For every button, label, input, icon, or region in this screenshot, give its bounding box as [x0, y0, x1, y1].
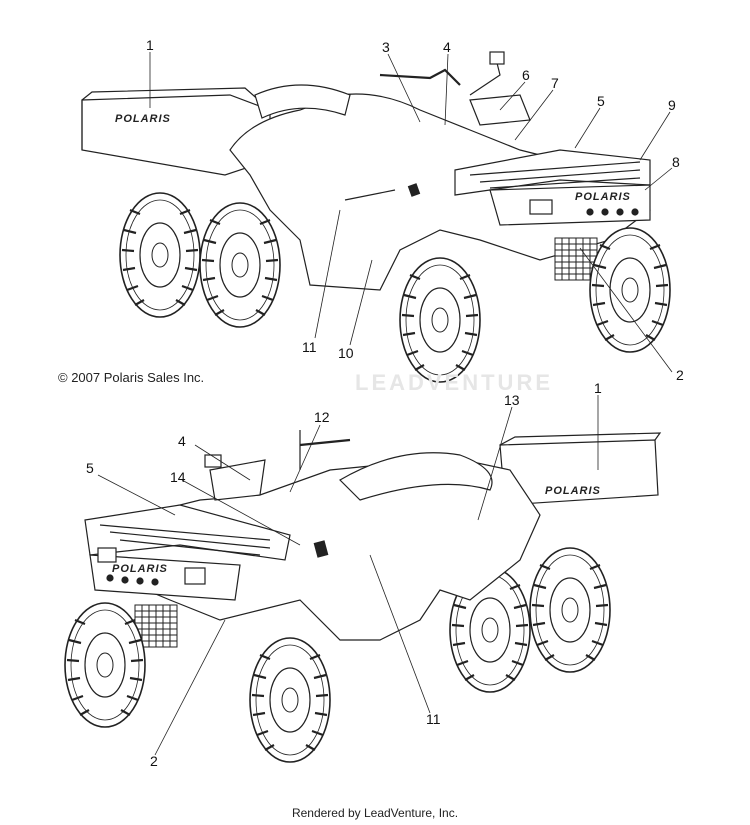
footer-text: Rendered by LeadVenture, Inc. [291, 806, 459, 820]
callout-5-bottom: 5 [86, 460, 94, 476]
brand-decal-front-bottom: POLARIS [112, 563, 168, 575]
brand-decal-front-top: POLARIS [575, 191, 631, 203]
callout-2: 2 [676, 367, 684, 383]
callout-6: 6 [522, 67, 530, 83]
watermark: LEADVENTURE [355, 370, 554, 395]
callout-11: 11 [302, 339, 317, 355]
callout-1-bottom: 1 [594, 380, 602, 396]
body-top [229, 93, 651, 291]
callout-9: 9 [668, 97, 676, 113]
callout-4-bottom: 4 [178, 433, 186, 449]
callout-1: 1 [146, 37, 154, 53]
callout-11-bottom: 11 [426, 711, 441, 727]
leader-lines-top [149, 52, 673, 373]
copyright-text: © 2007 Polaris Sales Inc. [58, 370, 205, 385]
callout-14: 14 [170, 469, 186, 485]
atv-bottom-view [63, 430, 662, 764]
callout-5: 5 [597, 93, 605, 109]
callouts-top: 1 3 4 6 7 5 9 8 11 10 2 [146, 37, 684, 383]
callouts-bottom: 12 4 13 1 5 14 11 2 [86, 380, 602, 769]
callout-13: 13 [504, 392, 520, 408]
callout-10: 10 [338, 345, 354, 361]
brand-decal-bottom: POLARIS [545, 485, 601, 497]
brand-decal-top: POLARIS [115, 113, 171, 125]
atv-top-view [81, 51, 672, 384]
callout-4: 4 [443, 39, 451, 55]
callout-3: 3 [382, 39, 390, 55]
leader-lines-bottom [97, 395, 599, 756]
callout-8: 8 [672, 154, 680, 170]
callout-2-bottom: 2 [150, 753, 158, 769]
callout-12: 12 [314, 409, 330, 425]
callout-7: 7 [551, 75, 559, 91]
